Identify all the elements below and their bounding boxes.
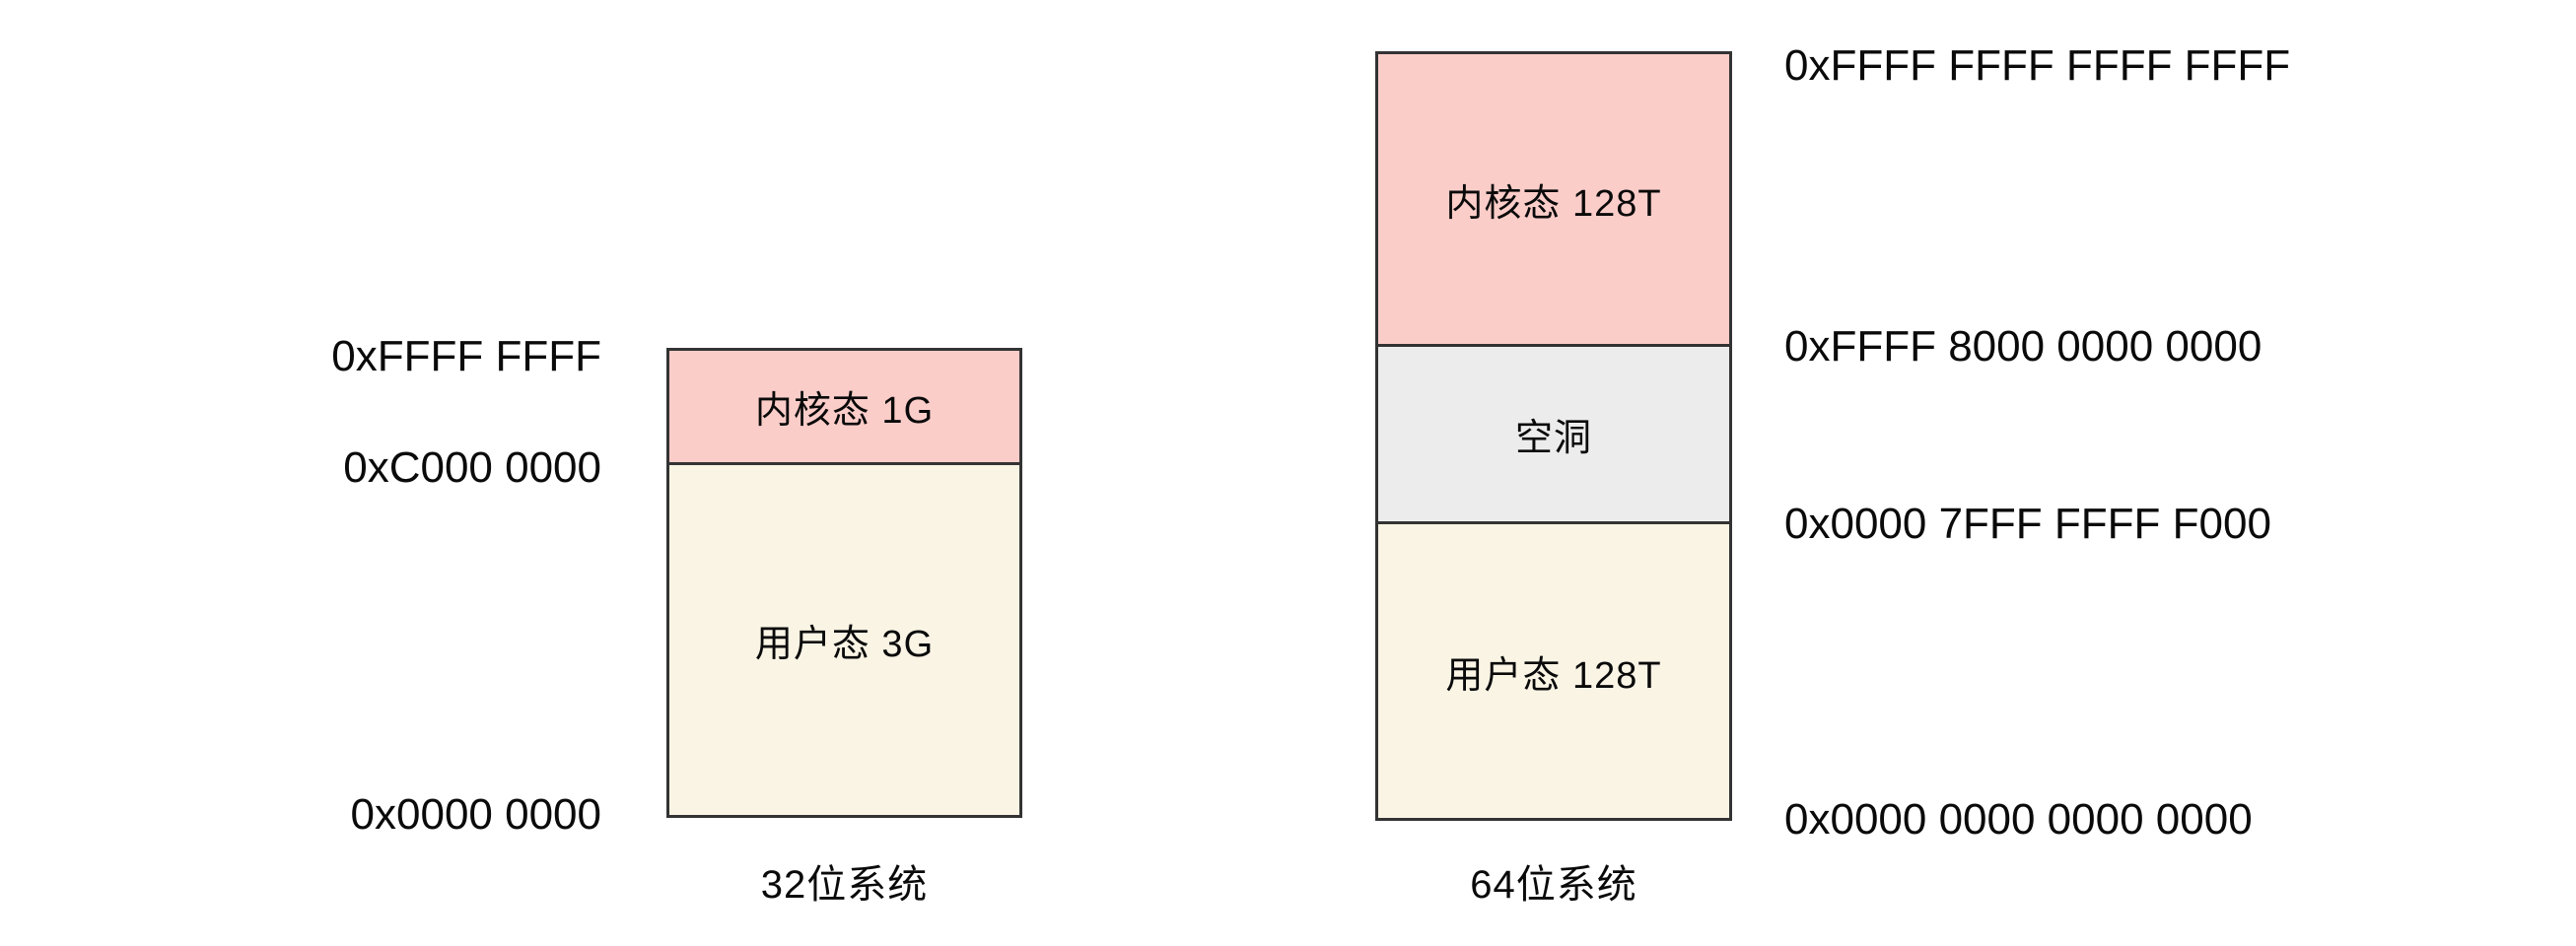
membox-64bit: 内核态 128T 空洞 用户态 128T (1375, 51, 1732, 821)
addr-32-kernel-base: 0xC000 0000 (343, 443, 601, 492)
addr-64-top: 0xFFFF FFFF FFFF FFFF (1784, 41, 2291, 90)
segment-64-kernel-label: 内核态 128T (1445, 182, 1662, 225)
addr-32-top: 0xFFFF FFFF (331, 332, 601, 380)
segment-32-user-label: 用户态 3G (754, 624, 935, 665)
segment-64-hole-label: 空洞 (1514, 418, 1592, 459)
addr-64-bottom: 0x0000 0000 0000 0000 (1784, 795, 2253, 844)
segment-32-kernel: 内核态 1G (669, 351, 1019, 465)
segment-64-user-label: 用户态 128T (1445, 654, 1662, 697)
addr-64-kernel-base: 0xFFFF 8000 0000 0000 (1784, 322, 2263, 371)
segment-64-user: 用户态 128T (1378, 524, 1729, 818)
segment-64-kernel: 内核态 128T (1378, 54, 1729, 347)
addr-32-bottom: 0x0000 0000 (350, 790, 601, 839)
membox-32bit: 内核态 1G 用户态 3G (666, 348, 1022, 818)
caption-32bit-system: 32位系统 (760, 863, 929, 907)
caption-64bit-system: 64位系统 (1470, 863, 1637, 907)
addr-64-user-top: 0x0000 7FFF FFFF F000 (1784, 500, 2271, 548)
segment-32-kernel-label: 内核态 1G (754, 390, 935, 432)
segment-32-user: 用户态 3G (669, 465, 1019, 815)
segment-64-hole: 空洞 (1378, 347, 1729, 524)
